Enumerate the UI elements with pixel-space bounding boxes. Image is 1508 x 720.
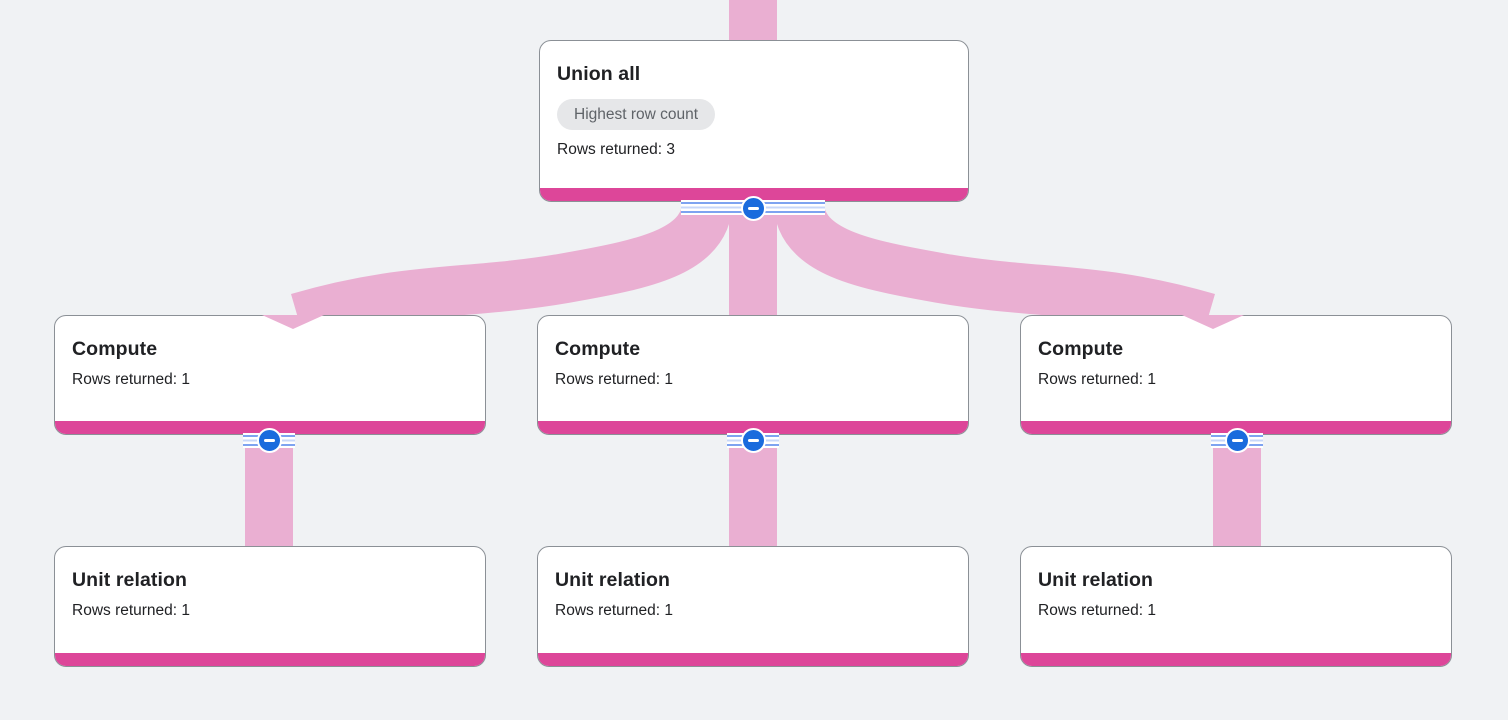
collapse-button-union[interactable] [741, 196, 766, 221]
collapse-button-compute-3[interactable] [1225, 428, 1250, 453]
node-title: Unit relation [72, 569, 188, 591]
edge-parent-to-union [729, 0, 777, 41]
node-title: Compute [555, 338, 641, 360]
minus-icon [748, 439, 759, 442]
highest-row-count-badge: Highest row count [557, 99, 716, 130]
collapse-button-compute-2[interactable] [741, 428, 766, 453]
node-title: Unit relation [1038, 569, 1154, 591]
node-title: Union all [557, 63, 641, 85]
rows-returned-label: Rows returned: 1 [72, 602, 191, 619]
node-accent-bar [538, 653, 968, 666]
node-compute-2[interactable]: Compute Rows returned: 1 [537, 315, 969, 435]
rows-returned-label: Rows returned: 1 [555, 371, 674, 388]
node-unit-relation-2[interactable]: Unit relation Rows returned: 1 [537, 546, 969, 667]
minus-icon [748, 207, 759, 210]
rows-returned-label: Rows returned: 1 [1038, 602, 1157, 619]
edge-compute-2-to-unit-2 [729, 441, 777, 547]
node-compute-1[interactable]: Compute Rows returned: 1 [54, 315, 486, 435]
edge-union-to-compute-1 [291, 196, 733, 343]
node-accent-bar [538, 421, 968, 434]
edge-compute-3-to-unit-3 [1213, 441, 1261, 547]
collapse-button-compute-1[interactable] [257, 428, 282, 453]
node-unit-relation-1[interactable]: Unit relation Rows returned: 1 [54, 546, 486, 667]
node-unit-relation-3[interactable]: Unit relation Rows returned: 1 [1020, 546, 1452, 667]
rows-returned-label: Rows returned: 1 [72, 371, 191, 388]
node-accent-bar [55, 421, 485, 434]
rows-returned-label: Rows returned: 3 [557, 141, 676, 158]
node-compute-3[interactable]: Compute Rows returned: 1 [1020, 315, 1452, 435]
node-accent-bar [1021, 653, 1451, 666]
rows-returned-label: Rows returned: 1 [555, 602, 674, 619]
minus-icon [264, 439, 275, 442]
edge-compute-1-to-unit-1 [245, 441, 293, 547]
node-title: Unit relation [555, 569, 671, 591]
node-title: Compute [1038, 338, 1124, 360]
node-accent-bar [55, 653, 485, 666]
rows-returned-label: Rows returned: 1 [1038, 371, 1157, 388]
node-title: Compute [72, 338, 158, 360]
edge-union-to-compute-3 [773, 196, 1215, 343]
node-union-all[interactable]: Union all Highest row count Rows returne… [539, 40, 969, 202]
minus-icon [1232, 439, 1243, 442]
node-accent-bar [1021, 421, 1451, 434]
